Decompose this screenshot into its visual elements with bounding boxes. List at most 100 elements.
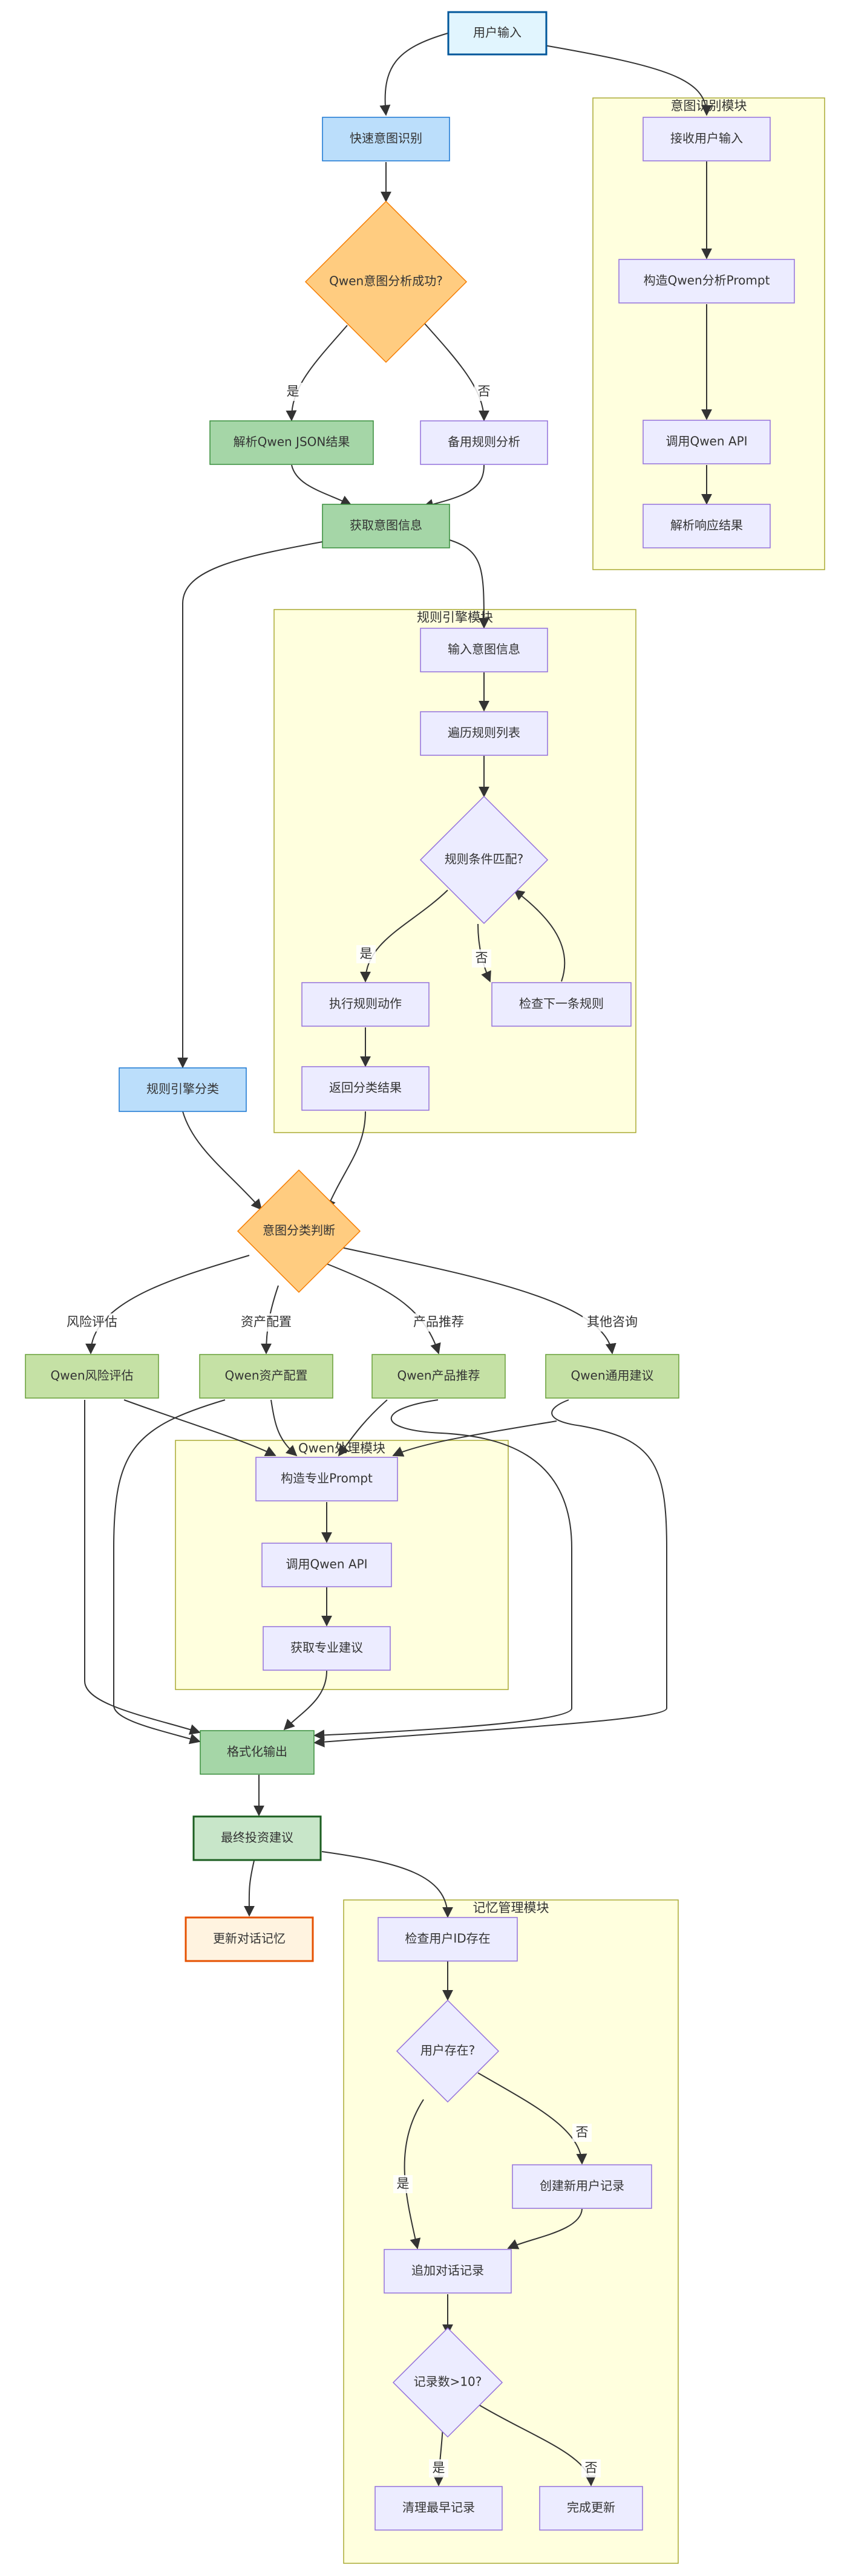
group-title: Qwen处理模块 [298, 1441, 385, 1456]
node-qwen-general: Qwen通用建议 [545, 1354, 679, 1399]
node-box [371, 1354, 506, 1399]
edge-intent-classify-to-qwen-general [338, 1246, 616, 1355]
node-box [618, 259, 795, 304]
edge-label-bg [237, 1313, 296, 1332]
edge-label-product: 产品推荐 [409, 1313, 468, 1332]
node-box [209, 420, 374, 465]
node-clean-oldest: 清理最早记录 [374, 2486, 503, 2531]
edge-label-bg [283, 383, 302, 401]
node-label: 清理最早记录 [402, 2500, 475, 2515]
node-record-count: 记录数>10? [392, 2327, 503, 2438]
edge-label-text: 否 [476, 951, 488, 965]
node-qwen-product: Qwen产品推荐 [371, 1354, 506, 1399]
node-label: 格式化输出 [227, 1745, 287, 1759]
node-label: 检查下一条规则 [519, 997, 604, 1011]
edge-qwen-success-to-fallback [423, 322, 489, 421]
node-label: 备用规则分析 [448, 435, 520, 449]
edge-return-result-to-intent-classify [325, 1111, 366, 1211]
node-box [643, 117, 771, 161]
edge-label-text: 是 [433, 2461, 445, 2475]
edge-label-text: 是 [360, 946, 373, 961]
edge-qwen-risk-to-build-prompt [123, 1399, 276, 1456]
node-box [200, 1730, 315, 1775]
node-user-input: 用户输入 [447, 11, 548, 56]
node-fast-intent: 快速意图识别 [322, 117, 450, 161]
node-box [301, 1066, 430, 1111]
edge-label-text: 是 [287, 384, 299, 398]
edge-label-text: 风险评估 [67, 1315, 117, 1329]
node-box [491, 982, 632, 1027]
edge-final-advice-to-check-user [321, 1851, 453, 1918]
edge-label-bg [474, 383, 494, 401]
node-label: 完成更新 [567, 2500, 615, 2515]
node-box [374, 2486, 503, 2531]
node-label: Qwen产品推荐 [397, 1368, 480, 1383]
node-label: 解析响应结果 [670, 518, 743, 533]
node-build-prompt-analysis: 构造Qwen分析Prompt [618, 259, 795, 304]
edge-label-text: 资产配置 [241, 1315, 292, 1329]
node-fallback-rules: 备用规则分析 [420, 420, 548, 465]
node-exec-action: 执行规则动作 [301, 982, 430, 1027]
node-label: 最终投资建议 [221, 1830, 293, 1845]
node-check-user: 检查用户ID存在 [378, 1917, 518, 1962]
node-label: 遍历规则列表 [448, 726, 520, 740]
node-box [420, 628, 548, 672]
node-qwen-asset: Qwen资产配置 [199, 1354, 333, 1399]
node-diamond [396, 1999, 500, 2103]
node-parse-json: 解析Qwen JSON结果 [209, 420, 374, 465]
node-label: 追加对话记录 [411, 2263, 484, 2278]
node-box [643, 420, 771, 464]
node-box [545, 1354, 679, 1399]
node-user-exists: 用户存在? [396, 1999, 500, 2103]
edge-create-user-to-append-record [507, 2208, 583, 2249]
edge-parse-json-to-get-intent [291, 464, 352, 506]
node-qwen-risk: Qwen风险评估 [25, 1354, 159, 1399]
node-label: 获取专业建议 [290, 1641, 363, 1655]
node-append-record: 追加对话记录 [384, 2249, 512, 2294]
node-label: 规则引擎分类 [146, 1082, 219, 1096]
group-memory-module: 记忆管理模块 [343, 1899, 679, 2564]
edge-label-no-3: 否 [572, 2124, 592, 2142]
node-check-next: 检查下一条规则 [491, 982, 632, 1027]
node-box [255, 1457, 398, 1501]
node-create-user: 创建新用户记录 [512, 2164, 652, 2209]
node-receive-input: 接收用户输入 [643, 117, 771, 161]
node-box [119, 1067, 247, 1112]
edge-qwen-asset-to-format-output [113, 1399, 226, 1745]
edge-intent-classify-to-qwen-risk [85, 1255, 250, 1355]
edge-label-bg [356, 945, 376, 963]
node-box [261, 1543, 392, 1587]
node-rule-match: 规则条件匹配? [419, 795, 549, 925]
node-label: 检查用户ID存在 [405, 1931, 490, 1946]
node-label: 执行规则动作 [329, 997, 402, 1011]
node-label: 用户输入 [473, 25, 522, 40]
node-get-advice: 获取专业建议 [263, 1626, 391, 1671]
node-get-intent: 获取意图信息 [322, 504, 450, 548]
edge-qwen-success-to-parse-json [286, 325, 348, 421]
edge-label-text: 其他咨询 [587, 1315, 638, 1329]
edge-label-risk: 风险评估 [62, 1313, 122, 1332]
node-input-intent: 输入意图信息 [420, 628, 548, 672]
edge-qwen-general-to-build-prompt [392, 1420, 557, 1457]
node-intent-classify: 意图分类判断 [237, 1169, 361, 1293]
node-box [539, 2486, 643, 2531]
edge-final-advice-to-update-memory [243, 1860, 255, 1917]
edge-label-yes-1: 是 [283, 383, 302, 401]
edge-get-intent-to-rule-classify [177, 539, 336, 1068]
edge-label-bg [409, 1313, 468, 1332]
node-rule-classify: 规则引擎分类 [119, 1067, 247, 1112]
edge-user-exists-to-append-record [404, 2099, 424, 2249]
node-format-output: 格式化输出 [200, 1730, 315, 1775]
node-label: 构造Qwen分析Prompt [644, 273, 770, 288]
edge-user-input-to-receive-input [544, 45, 712, 116]
node-diamond [392, 2327, 503, 2438]
edge-label-bg [572, 2124, 592, 2142]
node-box [384, 2249, 512, 2294]
node-box [420, 711, 548, 756]
node-final-advice: 最终投资建议 [192, 1815, 322, 1861]
node-label: Qwen资产配置 [224, 1368, 307, 1383]
node-update-memory: 更新对话记忆 [185, 1916, 314, 1962]
group-intent-module: 意图识别模块 [592, 97, 825, 570]
edge-label-text: 否 [478, 384, 491, 398]
